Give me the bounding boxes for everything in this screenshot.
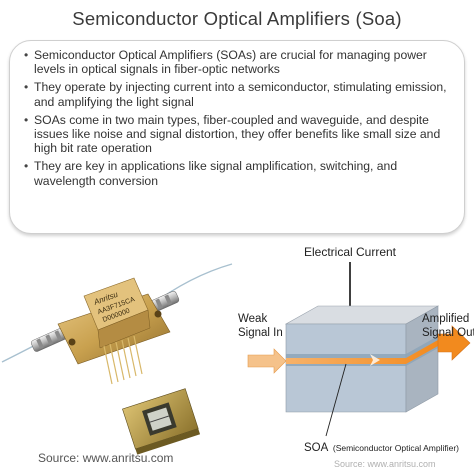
soa-diagram: Electrical Current Weak Signal In Amplif… [238, 245, 474, 469]
bullet-text: SOAs come in two main types, fiber-coupl… [34, 112, 441, 156]
diagram-right-label-1: Amplified [422, 313, 469, 325]
block-side-face [405, 305, 439, 413]
bullet-dot: • [24, 159, 29, 174]
diagram-bottom-label: SOA (Semiconductor Optical Amplifier) [304, 442, 459, 454]
output-arrow [437, 325, 471, 361]
bullet-item: • They are key in applications like signa… [24, 159, 454, 187]
bare-chip [122, 388, 201, 455]
light-beam [286, 340, 438, 364]
bullet-dot: • [24, 80, 29, 95]
diagram-right-label-2: Signal Out [422, 327, 474, 339]
diagram-watermark: Source: www.anritsu.com [334, 459, 436, 469]
diagram-left-label-2: Signal In [238, 327, 283, 339]
bullet-item: • SOAs come in two main types, fiber-coup… [24, 113, 454, 156]
summary-card: • Semiconductor Optical Amplifiers (SOAs)… [9, 40, 465, 234]
figures-area: Anritsu AA3F715CA D000000 Source: www.an… [0, 236, 474, 474]
diagram-top-label: Electrical Current [304, 245, 397, 259]
bullet-item: • They operate by injecting current into … [24, 80, 454, 108]
bullet-dot: • [24, 48, 29, 62]
block-front-face [285, 323, 407, 413]
input-arrow [247, 348, 287, 374]
diagram-bottom-label-sub: (Semiconductor Optical Amplifier) [333, 443, 459, 453]
bullet-list: • Semiconductor Optical Amplifiers (SOAs)… [24, 48, 454, 188]
soa-product-photo: Anritsu AA3F715CA D000000 [1, 263, 233, 455]
photo-source-credit: Source: www.anritsu.com [38, 451, 174, 465]
bullet-text: They are key in applications like signal… [34, 159, 398, 188]
beam-chevron [370, 354, 380, 366]
diagram-bottom-label-main: SOA [304, 442, 329, 454]
package-pins [103, 335, 143, 385]
soa-pointer-line [325, 363, 347, 437]
bullet-dot: • [24, 112, 29, 127]
page-title: Semiconductor Optical Amplifiers (Soa) [72, 8, 402, 29]
diagram-left-label-1: Weak [238, 313, 267, 325]
bullet-text: Semiconductor Optical Amplifiers (SOAs) … [34, 48, 427, 77]
bullet-item: • Semiconductor Optical Amplifiers (SOAs)… [24, 48, 454, 76]
bullet-text: They operate by injecting current into a… [34, 80, 447, 109]
